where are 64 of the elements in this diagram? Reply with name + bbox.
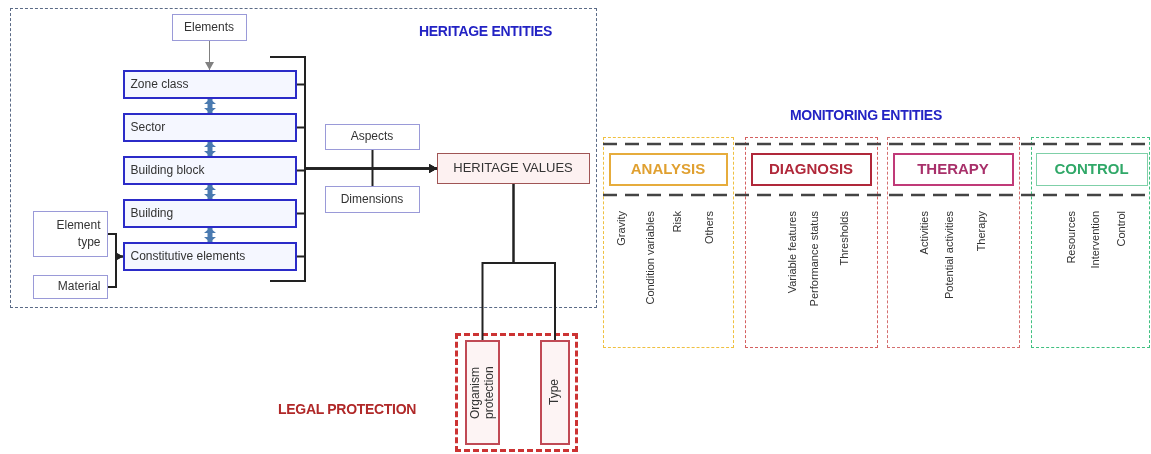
box-label: Type (548, 379, 562, 406)
concept-box (324, 123, 420, 150)
box-label: Organism protection (468, 365, 497, 421)
concept-box (32, 274, 108, 299)
column-item: Potential activities (943, 211, 956, 300)
column-item: Others (703, 211, 716, 244)
box-label: THERAPY (917, 158, 989, 179)
box-label: HERITAGE VALUES (453, 159, 573, 177)
box-label: Sector (130, 118, 166, 136)
arrow (204, 99, 216, 113)
level-box (122, 69, 297, 99)
category-box (608, 152, 728, 186)
box-label: Building (130, 204, 174, 222)
column-item: Risk (671, 211, 684, 233)
column-item: Resources (1065, 211, 1078, 264)
column-item: Gravity (615, 211, 628, 246)
arrow (296, 164, 438, 258)
box-label: Material (57, 278, 101, 295)
column-item: Intervention (1089, 211, 1102, 269)
column-item: Control (1115, 211, 1128, 247)
box-label: Element type (55, 217, 101, 250)
box-label: Zone class (130, 75, 189, 93)
section-heading: MONITORING ENTITIES (790, 107, 942, 123)
column-frame (603, 137, 734, 348)
category-box (1035, 152, 1148, 186)
level-box (122, 112, 297, 142)
connector-line (512, 183, 556, 341)
arrow (204, 185, 216, 199)
box-label: DIAGNOSIS (768, 158, 854, 179)
level-box (122, 198, 297, 228)
concept-box (324, 185, 420, 213)
column-frame (745, 137, 878, 348)
box-label: Dimensions (340, 190, 404, 208)
category-box (892, 152, 1014, 186)
column-item: Activities (918, 211, 931, 255)
column-item: Performance status (808, 211, 821, 307)
arrow (204, 228, 216, 242)
group-heading: HERITAGE ENTITIES (419, 23, 553, 39)
level-box (122, 241, 297, 271)
protection-box (540, 340, 570, 445)
box-label: Elements (184, 18, 234, 36)
box-label: ANALYSIS (630, 158, 706, 179)
connector-line (371, 149, 374, 187)
category-box (750, 152, 872, 186)
group-heading: LEGAL PROTECTION (278, 401, 417, 417)
column-item: Condition variables (644, 211, 657, 305)
column-item: Thresholds (838, 211, 851, 266)
values-box (436, 152, 590, 184)
concept-box (171, 13, 247, 41)
arrow (204, 142, 216, 156)
group-frame (10, 8, 597, 308)
box-label: Aspects (350, 128, 394, 145)
box-label: CONTROL (1054, 158, 1129, 179)
concept-box (32, 210, 108, 257)
arrow (205, 40, 214, 71)
column-frame (1031, 137, 1150, 348)
box-label: Constitutive elements (130, 247, 246, 265)
column-frame (887, 137, 1020, 348)
protection-box (465, 340, 500, 445)
level-box (122, 155, 297, 185)
column-item: Variable features (786, 211, 799, 294)
column-item: Therapy (975, 211, 988, 252)
box-label: Building block (130, 161, 205, 179)
arrow (107, 252, 124, 288)
